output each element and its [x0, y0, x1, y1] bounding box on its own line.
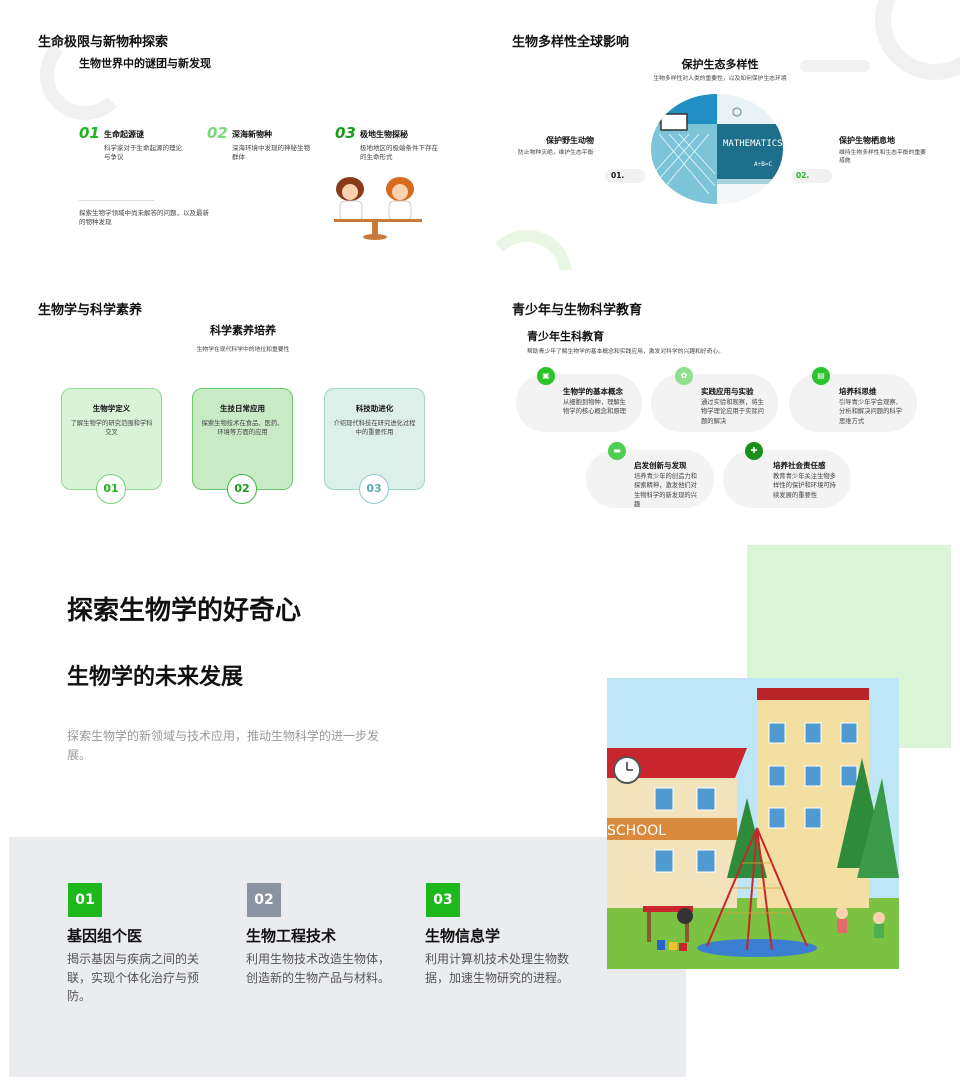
card-number: 01 [96, 474, 126, 504]
card-desc: 介绍现代科技在研究进化过程中的重要作用 [333, 420, 416, 437]
slide-desc: 生物学在现代科学中的地位和重要性 [196, 347, 290, 353]
right-number-pill: 02. [792, 169, 832, 183]
slide-desc: 帮助青少年了解生物学的基本概念和实践应用，激发对科学的兴趣和好奇心。 [527, 349, 725, 355]
item-number: 01 [68, 883, 102, 917]
feature-number: 03 [335, 124, 356, 142]
feature-title: 生命起源谜 [104, 130, 144, 139]
edu-item[interactable]: 启发创新与发现 培养青少年的创造力和探索精神，激发他们对生物科学的新发现的兴趣 [586, 450, 714, 508]
feature-title: 极地生物探秘 [360, 130, 408, 139]
slide-title: 生物学与科学素养 [38, 303, 143, 318]
edu-item-title: 培养社会责任感 [773, 461, 826, 470]
edu-item-title: 生物学的基本概念 [563, 387, 623, 396]
slide-life-limits[interactable]: 生命极限与新物种探索 生物世界中的谜团与新发现 01 生命起源谜 科学家对于生命… [0, 0, 480, 270]
right-desc: 维持生物多样性和生态平衡的重要措施 [839, 150, 926, 165]
slide-subtitle: 青少年生科教育 [527, 330, 604, 343]
slide-title: 生物多样性全球影响 [512, 35, 630, 50]
card-number: 02 [227, 474, 257, 504]
classroom-circle-image: MATHEMATICS A÷B=C [651, 94, 783, 204]
edu-item-desc: 引导青少年学会观察、分析和解决问题的科学思维方式 [839, 399, 902, 425]
school-illustration: SCHOOL [607, 678, 899, 969]
feature-number: 02 [207, 124, 228, 142]
edu-item[interactable]: 培养社会责任感 教育青少年关注生物多样性的保护和环境可持续发展的重要性 [723, 450, 851, 508]
edu-item-title: 培养科思维 [839, 387, 877, 396]
literacy-card[interactable]: 生技日常应用 探索生物技术在食品、医药、环境等方面的应用 [192, 388, 293, 490]
feature-desc: 科学家对于生命起源的理论与争议 [104, 144, 182, 162]
card-title: 科技助进化 [355, 404, 394, 413]
slide-desc: 生物多样性对人类的重要性，以及如何保护生态环境 [653, 76, 787, 82]
decor-pill [800, 60, 870, 72]
board-formula: A÷B=C [754, 161, 772, 168]
left-number-pill: 01. [605, 169, 645, 183]
slide-curiosity[interactable]: 探索生物学的好奇心 生物学的未来发展 探索生物学的新领域与技术应用，推动生物科学… [0, 540, 960, 1084]
divider [79, 200, 154, 201]
item-number: 03 [426, 883, 460, 917]
item-desc: 揭示基因与疾病之间的关联，实现个体化治疗与预防。 [67, 952, 200, 1004]
slide-title: 青少年与生物科学教育 [512, 303, 643, 318]
image-icon: ▣ [537, 367, 555, 385]
item-number: 02 [247, 883, 281, 917]
card-title: 生技日常应用 [220, 404, 265, 413]
slide-desc: 探索生物学的新领域与技术应用，推动生物科学的进一步发展。 [67, 729, 380, 762]
feature-desc: 极地地区的极端条件下存在的生命形式 [360, 144, 438, 162]
item-title: 生物信息学 [425, 927, 501, 945]
edu-item-desc: 培养青少年的创造力和探索精神，激发他们对生物科学的新发现的兴趣 [634, 473, 697, 509]
feature-desc: 深海环境中发现的神秘生物群体 [232, 144, 310, 162]
card-desc: 探索生物技术在食品、医药、环境等方面的应用 [201, 420, 284, 437]
feature-number: 01 [79, 124, 100, 142]
plus-icon: ✚ [745, 442, 763, 460]
slide-subtitle: 生物世界中的谜团与新发现 [79, 57, 211, 70]
students-illustration [334, 177, 422, 240]
edu-item-desc: 通过实验和观察，将生物学理论应用于实际问题的解决 [701, 399, 764, 425]
board-text: MATHEMATICS [723, 139, 783, 149]
card-number: 03 [359, 474, 389, 504]
slide-title: 生命极限与新物种探索 [38, 35, 169, 50]
message-icon: ▬ [608, 442, 626, 460]
card-title: 生物学定义 [92, 404, 131, 413]
feature-title: 深海新物种 [232, 130, 272, 139]
edu-item[interactable]: 生物学的基本概念 从细胞到物种，理解生物学的核心概念和原理 [516, 374, 642, 432]
card-desc: 了解生物学的研究范围和学科交叉 [70, 420, 153, 437]
right-title: 保护生物栖息地 [839, 136, 895, 145]
slide-youth-education[interactable]: 青少年与生物科学教育 青少年生科教育 帮助青少年了解生物学的基本概念和实践应用，… [480, 270, 960, 540]
edu-item[interactable]: 培养科思维 引导青少年学会观察、分析和解决问题的科学思维方式 [789, 374, 917, 432]
item-desc: 利用计算机技术处理生物数据，加速生物研究的进程。 [425, 952, 570, 985]
gray-panel [9, 837, 686, 1077]
slide-subtitle: 科学素养培养 [210, 324, 276, 337]
footer-text: 探索生物学领域中尚未解答的问题，以及最新的物种发现 [79, 209, 209, 227]
literacy-card[interactable]: 科技助进化 介绍现代科技在研究进化过程中的重要作用 [324, 388, 425, 490]
literacy-card[interactable]: 生物学定义 了解生物学的研究范围和学科交叉 [61, 388, 162, 490]
slide-science-literacy[interactable]: 生物学与科学素养 科学素养培养 生物学在现代科学中的地位和重要性 生物学定义 了… [0, 270, 480, 540]
edu-item-desc: 教育青少年关注生物多样性的保护和环境可持续发展的重要性 [773, 473, 836, 499]
slide-biodiversity[interactable]: 生物多样性全球影响 保护生态多样性 生物多样性对人类的重要性，以及如何保护生态环… [480, 0, 960, 270]
edu-item[interactable]: 实践应用与实验 通过实验和观察，将生物学理论应用于实际问题的解决 [651, 374, 778, 432]
slide-subtitle: 保护生态多样性 [681, 58, 759, 71]
decor-arc-green [482, 230, 572, 270]
slide-title: 探索生物学的好奇心 [67, 596, 302, 626]
gear-icon: ✿ [675, 367, 693, 385]
edu-item-title: 实践应用与实验 [701, 387, 754, 396]
left-desc: 防止物种灭绝，维护生态平衡 [518, 150, 594, 156]
left-title: 保护野生动物 [546, 136, 594, 145]
item-title: 基因组个医 [67, 927, 143, 945]
edu-item-title: 启发创新与发现 [634, 461, 687, 470]
item-desc: 利用生物技术改造生物体，创造新的生物产品与材料。 [246, 952, 391, 985]
chat-icon: ▤ [812, 367, 830, 385]
edu-item-desc: 从细胞到物种，理解生物学的核心概念和原理 [563, 399, 626, 416]
item-title: 生物工程技术 [246, 927, 337, 945]
slide-subtitle: 生物学的未来发展 [67, 665, 244, 690]
school-sign: SCHOOL [607, 823, 666, 839]
